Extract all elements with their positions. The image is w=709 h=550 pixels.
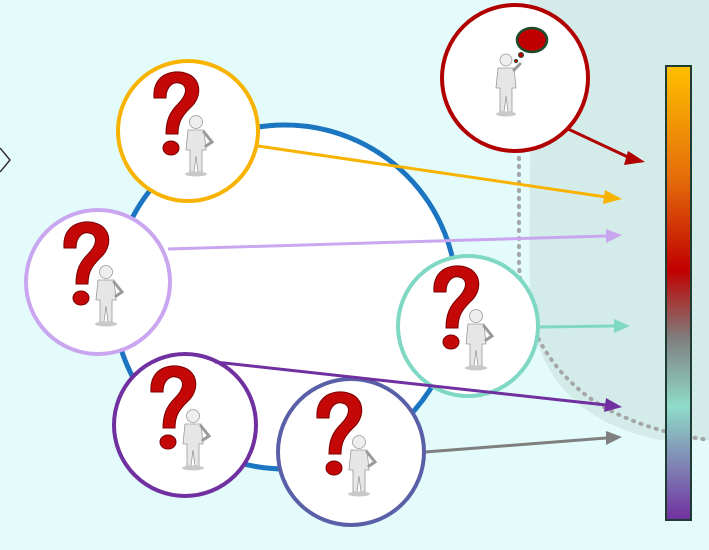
arrow-lilac-head	[606, 229, 622, 243]
arrow-gray-head	[606, 431, 622, 445]
arrow-orange	[257, 144, 607, 199]
arrow-purple-head	[604, 398, 622, 412]
person-node-slate[interactable]	[276, 377, 426, 527]
arrow-lilac	[167, 234, 607, 251]
arrow-teal-head	[614, 319, 630, 333]
arrow-gray	[424, 436, 607, 454]
arrow-thinker	[565, 126, 631, 160]
person-node-teal[interactable]	[396, 254, 540, 398]
arrow-purple	[214, 360, 607, 407]
edge-arrow-icon	[0, 147, 11, 173]
arrow-thinker-head	[624, 151, 645, 165]
arrows	[167, 126, 645, 454]
person-node-lilac[interactable]	[24, 208, 172, 356]
person-node-orange[interactable]	[116, 59, 260, 203]
opinion-scale-bar	[665, 65, 692, 521]
thinking-person-icon	[495, 53, 522, 117]
person-node-purple[interactable]	[112, 352, 258, 498]
arrow-teal	[539, 324, 615, 329]
arrow-orange-head	[603, 190, 622, 204]
thinker-node[interactable]	[440, 3, 590, 153]
thought-bubble-icon	[514, 26, 549, 64]
